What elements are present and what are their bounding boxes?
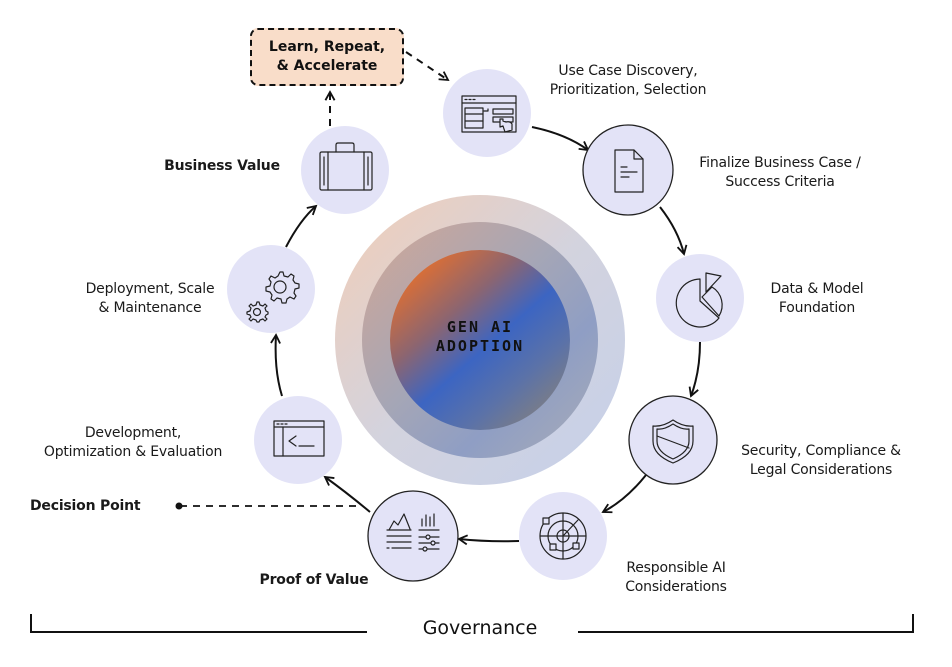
label-use-case: Use Case Discovery, Prioritization, Sele…	[528, 62, 728, 100]
node-development[interactable]	[254, 396, 342, 484]
flow-arrows	[276, 126, 701, 541]
label-finalize-line2: Success Criteria	[725, 174, 835, 190]
label-finalize-line1: Finalize Business Case /	[699, 155, 861, 171]
node-finalize[interactable]	[582, 124, 674, 216]
arrow-usecase-to-finalize	[531, 126, 588, 150]
label-business-value: Business Value	[142, 157, 302, 176]
label-development-line2: Optimization & Evaluation	[43, 444, 223, 460]
label-proof-of-value: Proof of Value	[234, 571, 394, 590]
label-business-value-line1: Business Value	[164, 158, 280, 174]
label-responsible-ai: Responsible AI Considerations	[596, 559, 756, 597]
arrow-responsible-to-proof	[459, 539, 520, 541]
node-use-case[interactable]	[443, 69, 531, 157]
label-security-line1: Security, Compliance &	[741, 443, 901, 459]
label-finalize: Finalize Business Case / Success Criteri…	[680, 154, 880, 192]
label-development: Development, Optimization & Evaluation	[23, 424, 243, 462]
label-proof-of-value-line1: Proof of Value	[259, 572, 369, 588]
pie-chart-icon	[675, 272, 723, 328]
label-responsible-ai-line1: Responsible AI	[626, 560, 726, 576]
label-deployment: Deployment, Scale & Maintenance	[55, 280, 245, 318]
radar-icon	[539, 512, 587, 560]
center-hub	[335, 195, 625, 485]
governance-label: Governance	[422, 617, 538, 639]
center-inner-circle	[390, 250, 570, 430]
label-deployment-line2: & Maintenance	[98, 300, 202, 316]
arrow-learn-to-usecase	[405, 51, 448, 80]
center-label: GEN AI ADOPTION	[380, 318, 580, 356]
node-proof-of-value[interactable]	[367, 490, 459, 582]
arrow-finalize-to-data	[659, 206, 684, 254]
label-deployment-line1: Deployment, Scale	[85, 281, 215, 297]
learn-repeat-accelerate-box: Learn, Repeat, & Accelerate	[250, 28, 404, 86]
label-data-model: Data & Model Foundation	[737, 280, 897, 318]
learn-box-line2: & Accelerate	[276, 58, 378, 74]
label-data-model-line2: Foundation	[778, 300, 856, 316]
label-development-line1: Development,	[84, 425, 182, 441]
document-icon	[614, 149, 644, 193]
arrow-proof-to-development	[325, 477, 371, 513]
label-use-case-line2: Prioritization, Selection	[549, 82, 707, 98]
center-label-line2: ADOPTION	[435, 337, 525, 355]
node-business-value[interactable]	[301, 126, 389, 214]
analytics-sliders-icon	[386, 513, 440, 552]
center-label-line1: GEN AI	[446, 318, 514, 336]
shield-icon	[652, 419, 694, 464]
decision-point-label: Decision Point	[30, 498, 141, 514]
governance-bracket-left	[30, 614, 367, 633]
learn-loop-arrows	[330, 51, 448, 126]
terminal-window-icon	[273, 420, 325, 457]
arrow-security-to-responsible	[603, 474, 647, 512]
governance-bracket	[30, 614, 914, 633]
label-responsible-ai-line2: Considerations	[625, 579, 727, 595]
gears-icon	[246, 271, 300, 323]
arrow-deployment-to-business	[285, 206, 316, 248]
arrow-data-to-security	[691, 341, 701, 396]
label-data-model-line1: Data & Model	[770, 281, 864, 297]
web-form-pointer-icon	[461, 95, 517, 133]
decision-point-connector	[175, 502, 358, 510]
arrow-development-to-deployment	[276, 335, 283, 397]
learn-box-line1: Learn, Repeat,	[268, 39, 386, 55]
label-use-case-line1: Use Case Discovery,	[558, 63, 698, 79]
node-security[interactable]	[628, 395, 718, 485]
briefcase-icon	[319, 142, 373, 191]
governance-bracket-right	[578, 614, 914, 633]
decision-point-dot	[175, 502, 183, 510]
label-security-line2: Legal Considerations	[749, 462, 893, 478]
label-security: Security, Compliance & Legal Considerati…	[721, 442, 921, 480]
